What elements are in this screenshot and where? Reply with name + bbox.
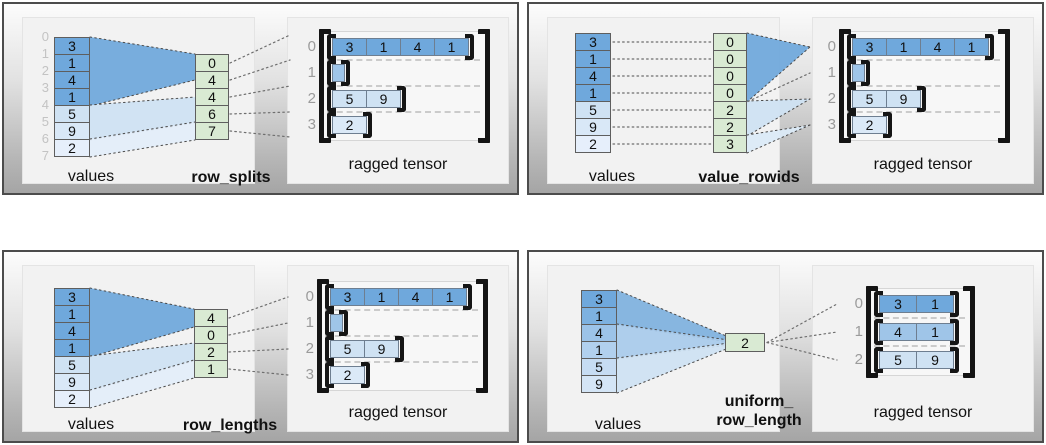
value-cell: 2	[575, 135, 611, 153]
param-label-line1: uniform_	[724, 393, 794, 410]
value-boundary-index: 4	[41, 97, 49, 112]
value-boundary-index: 5	[41, 114, 49, 129]
ragged-tensor-panel: ragged tensor	[812, 17, 1034, 184]
param-column: 2	[725, 333, 765, 352]
value-cell: 1	[581, 341, 617, 359]
value-boundary-index: 7	[41, 148, 49, 163]
ragged-tensor-panel: ragged tensor	[287, 17, 509, 184]
value-cell: 4	[54, 322, 90, 340]
param-cell: 2	[713, 118, 747, 136]
values-label: values	[594, 416, 642, 433]
param-cell: 0	[194, 326, 228, 344]
value-boundary-index: 0	[41, 29, 49, 44]
value-cell: 2	[54, 390, 90, 408]
value-cell: 1	[54, 339, 90, 357]
param-cell: 6	[195, 105, 229, 123]
param-cell: 3	[713, 135, 747, 153]
value-cell: 4	[54, 71, 90, 89]
value-cell: 3	[54, 37, 90, 55]
param-cell: 4	[195, 71, 229, 89]
param-cell: 7	[195, 122, 229, 140]
param-cell: 4	[194, 309, 228, 327]
value-cell: 3	[575, 33, 611, 51]
value-boundary-index: 1	[41, 46, 49, 61]
param-cell: 0	[713, 67, 747, 85]
value-boundary-index: 3	[41, 80, 49, 95]
value-boundary-index: 2	[41, 63, 49, 78]
value-cell: 5	[54, 105, 90, 123]
values-label: values	[67, 168, 115, 185]
value-cell: 3	[581, 290, 617, 308]
param-cell: 2	[713, 101, 747, 119]
value-cell: 9	[575, 118, 611, 136]
param-cell: 0	[713, 84, 747, 102]
value-cell: 1	[575, 50, 611, 68]
value-cell: 1	[54, 88, 90, 106]
value-cell: 9	[581, 375, 617, 393]
value-cell: 4	[575, 67, 611, 85]
param-label-line2: row_length	[716, 412, 802, 429]
value-cell: 1	[575, 84, 611, 102]
param-label: value_rowids	[669, 168, 829, 187]
param-cell: 0	[713, 33, 747, 51]
value-cell: 1	[54, 54, 90, 72]
value-cell: 4	[581, 324, 617, 342]
panel-uniform-row-length: values uniform_ row_length ragged tensor…	[527, 250, 1044, 443]
value-cell: 3	[54, 288, 90, 306]
param-cell: 0	[195, 54, 229, 72]
param-cell: 4	[195, 88, 229, 106]
value-cell: 5	[575, 101, 611, 119]
param-label: row_splits	[151, 168, 311, 187]
param-label-line1: row_splits	[191, 169, 271, 186]
value-cell: 5	[581, 358, 617, 376]
value-cell: 1	[581, 307, 617, 325]
values-label: values	[588, 168, 636, 185]
values-label: values	[67, 416, 115, 433]
param-label-line1: value_rowids	[698, 169, 800, 186]
value-cell: 9	[54, 122, 90, 140]
param-cell: 0	[713, 50, 747, 68]
ragged-tensor-label: ragged tensor	[873, 404, 973, 421]
param-cell: 1	[194, 360, 228, 378]
ragged-tensor-label: ragged tensor	[348, 404, 448, 421]
ragged-tensor-label: ragged tensor	[348, 156, 448, 173]
param-cell: 2	[725, 333, 765, 352]
value-cell: 1	[54, 305, 90, 323]
param-label: row_lengths	[150, 416, 310, 435]
value-cell: 9	[54, 373, 90, 391]
param-label: uniform_ row_length	[689, 392, 829, 430]
value-cell: 5	[54, 356, 90, 374]
value-cell: 2	[54, 139, 90, 157]
ragged-tensor-panel: ragged tensor	[812, 265, 1034, 432]
ragged-tensor-label: ragged tensor	[873, 156, 973, 173]
value-boundary-index: 6	[41, 131, 49, 146]
param-label-line1: row_lengths	[182, 417, 278, 434]
param-cell: 2	[194, 343, 228, 361]
ragged-tensor-panel: ragged tensor	[287, 265, 509, 432]
